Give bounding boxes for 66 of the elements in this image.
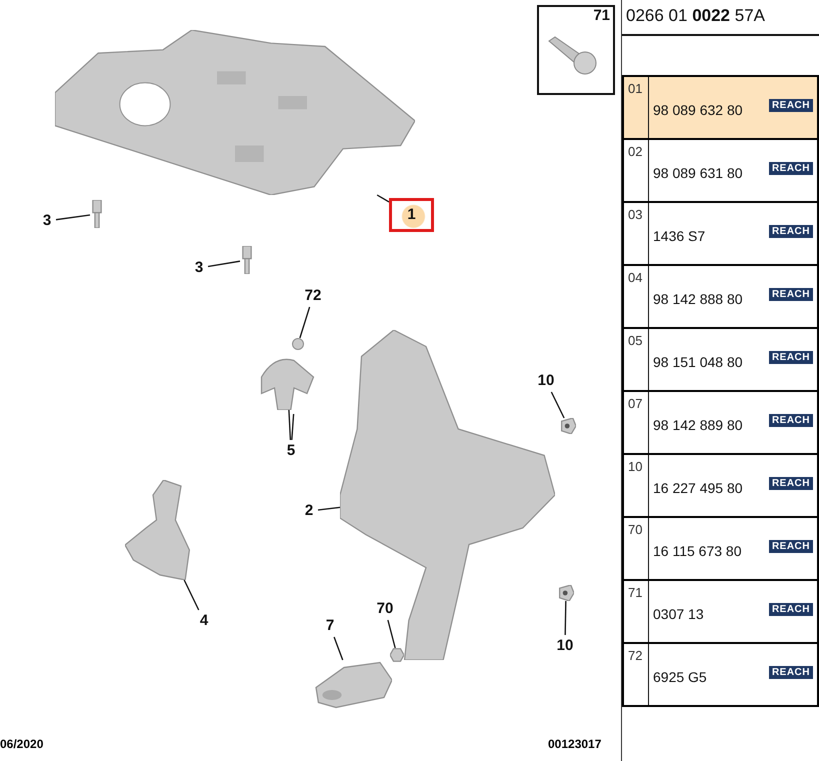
- part-number: 0307 13: [653, 606, 704, 622]
- heat-shield-drawing: [340, 330, 555, 660]
- part-number: 1436 S7: [653, 228, 706, 244]
- part-number: 98 142 888 80: [653, 291, 743, 307]
- leader-line: [376, 194, 390, 202]
- leader-line: [208, 260, 240, 268]
- inset-box: [537, 5, 615, 95]
- regulation-badge: REACH: [768, 99, 813, 112]
- cover-plate-drawing: [55, 30, 415, 195]
- part-number: 6925 G5: [653, 669, 707, 685]
- row-number: 03: [628, 207, 642, 222]
- bolt-drawing: [90, 200, 104, 228]
- callout-number: 72: [300, 285, 326, 307]
- grommet-circle: [292, 338, 304, 350]
- regulation-badge: REACH: [768, 162, 813, 175]
- leader-line: [318, 506, 340, 511]
- row-number: 10: [628, 459, 642, 474]
- leader-line: [56, 214, 90, 220]
- part-number: 98 089 631 80: [653, 165, 743, 181]
- regulation-badge: REACH: [768, 603, 813, 616]
- callout-number: 3: [190, 257, 208, 279]
- callout-number: 71: [593, 7, 610, 25]
- regulation-badge: REACH: [768, 540, 813, 553]
- regulation-badge: REACH: [768, 666, 813, 679]
- callout-number: 2: [300, 500, 318, 522]
- date-text: 06/2020: [0, 737, 44, 751]
- regulation-badge: REACH: [768, 414, 813, 427]
- row-number: 02: [628, 144, 642, 159]
- regulation-badge: REACH: [768, 225, 813, 238]
- regulation-badge: REACH: [768, 351, 813, 364]
- callout-number: 10: [533, 370, 559, 392]
- regulation-badge: REACH: [768, 288, 813, 301]
- part-number: 98 151 048 80: [653, 354, 743, 370]
- row-number: 70: [628, 522, 642, 537]
- callout-number: 4: [195, 610, 213, 632]
- part-number: 98 142 889 80: [653, 417, 743, 433]
- leader-line: [550, 392, 565, 418]
- callout-number: 3: [38, 210, 56, 232]
- callout-number: 7: [322, 615, 338, 637]
- callout-number: 5: [283, 440, 299, 462]
- part-number: 16 115 673 80: [653, 543, 742, 559]
- callout-number: 10: [552, 635, 578, 657]
- leader-line: [387, 620, 396, 648]
- callout-number: 70: [372, 598, 398, 620]
- nut-drawing: [390, 648, 404, 662]
- row-number: 04: [628, 270, 642, 285]
- part-reference-number: 0266 01 0022 57A: [626, 6, 765, 26]
- clip-drawing: [558, 585, 574, 601]
- leader-line: [334, 636, 344, 660]
- leader-line: [184, 580, 200, 610]
- regulation-badge: REACH: [768, 477, 813, 490]
- leader-line: [564, 600, 566, 636]
- callout-number-box: 1: [389, 198, 434, 232]
- clip-drawing: [560, 418, 576, 434]
- row-number: 01: [628, 81, 642, 96]
- leader-line: [288, 410, 292, 440]
- bolt-drawing: [240, 246, 254, 274]
- leader-line: [299, 306, 310, 338]
- row-number: 72: [628, 648, 642, 663]
- leader-line: [291, 414, 294, 440]
- row-number: 05: [628, 333, 642, 348]
- part-number: 98 089 632 80: [653, 102, 743, 118]
- drawing-number: 00123017: [548, 737, 602, 751]
- row-number: 71: [628, 585, 642, 600]
- row-number: 07: [628, 396, 642, 411]
- part-number: 16 227 495 80: [653, 480, 743, 496]
